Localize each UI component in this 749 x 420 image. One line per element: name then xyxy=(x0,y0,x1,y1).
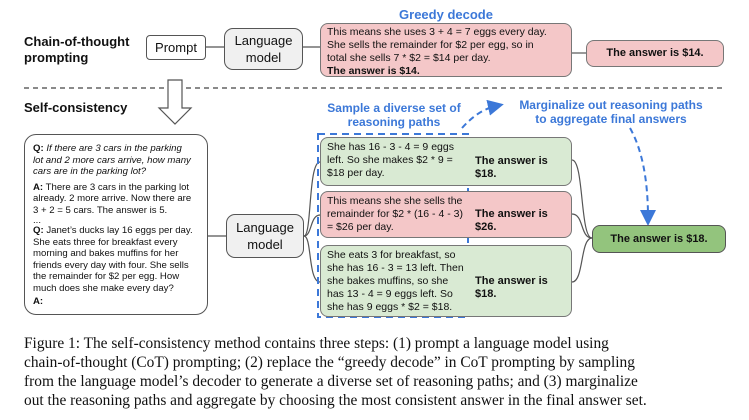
greedy-line-1: This means she uses 3 + 4 = 7 eggs every… xyxy=(327,26,547,38)
connector-path-2-to-final xyxy=(571,213,593,239)
final-answer-box: The answer is $18. xyxy=(592,225,726,253)
connector-path-1-to-final xyxy=(571,159,593,239)
caption-line-3: from the language model’s decoder to gen… xyxy=(24,373,638,390)
path-1-answer: The answer is $18. xyxy=(475,155,548,180)
marginalize-label: Marginalize out reasoning paths to aggre… xyxy=(519,98,703,126)
greedy-line-2: She sells the remainder for $2 per egg, … xyxy=(327,39,534,51)
path-3-text: She eats 3 for breakfast, so she has 16 … xyxy=(327,249,464,313)
greedy-decode-box: This means she uses 3 + 4 = 7 eggs every… xyxy=(320,23,572,77)
greedy-line-3: total she sells 7 * $2 = $14 per day. xyxy=(327,52,491,64)
sc-prompt-q1: Q: If there are 3 cars in the parking lo… xyxy=(33,143,191,177)
path-2-answer: The answer is $26. xyxy=(475,208,548,233)
cot-title: Chain-of-thought prompting xyxy=(24,34,130,65)
connector-lm-to-path-1 xyxy=(303,161,321,237)
figure-caption: Figure 1: The self-consistency method co… xyxy=(24,334,740,410)
greedy-answer-inline: The answer is $14. xyxy=(327,65,420,77)
sc-prompt-ellipsis: ... xyxy=(33,215,41,226)
marginalize-arrow-down xyxy=(629,127,656,226)
marginalize-arrow-left xyxy=(461,99,504,129)
connector-path-3-to-final xyxy=(571,237,593,283)
down-arrow-icon xyxy=(157,79,193,125)
sc-prompt-box: Q: If there are 3 cars in the parking lo… xyxy=(24,134,208,315)
path-1-text: She has 16 - 3 - 4 = 9 eggs left. So she… xyxy=(327,141,454,179)
sc-prompt-q2: Q: Janet’s ducks lay 16 eggs per day. Sh… xyxy=(33,225,193,294)
caption-line-4: out the reasoning paths and aggregate by… xyxy=(24,392,647,409)
sc-prompt-a2: A: xyxy=(33,296,44,307)
greedy-decode-label: Greedy decode xyxy=(399,7,493,22)
reasoning-path-1: She has 16 - 3 - 4 = 9 eggs left. So she… xyxy=(320,137,572,186)
reasoning-path-3: She eats 3 for breakfast, so she has 16 … xyxy=(320,245,572,317)
path-3-answer: The answer is $18. xyxy=(475,275,548,300)
reasoning-path-2: This means she she sells the remainder f… xyxy=(320,191,572,238)
connector-lm-to-path-2 xyxy=(303,214,321,237)
cot-prompt-box: Prompt xyxy=(146,35,206,60)
caption-line-2: chain-of-thought (CoT) prompting; (2) re… xyxy=(24,354,635,371)
sc-prompt-a1: A: There are 3 cars in the parking lot a… xyxy=(33,181,192,216)
sc-title: Self-consistency xyxy=(24,100,128,115)
path-2-text: This means she she sells the remainder f… xyxy=(327,195,463,233)
sample-label: Sample a diverse set of reasoning paths xyxy=(327,101,461,129)
cot-answer-box: The answer is $14. xyxy=(586,40,724,67)
caption-line-1: Figure 1: The self-consistency method co… xyxy=(24,335,609,352)
